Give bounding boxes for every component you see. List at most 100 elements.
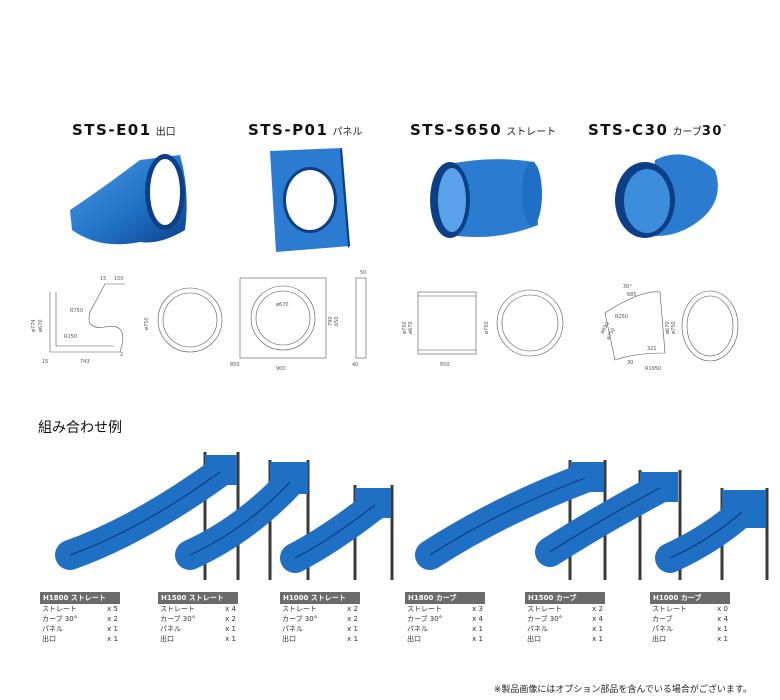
product-code: STS-C30 — [588, 121, 669, 139]
combo-item: パネル — [527, 625, 548, 633]
combo-qty: x 1 — [592, 635, 603, 643]
dim-label: ø690 — [600, 321, 612, 335]
product-name: 出口 — [155, 127, 176, 138]
dim-label: 30° — [623, 284, 632, 290]
combo-qty: x 1 — [592, 625, 603, 633]
combo-qty: x 2 — [225, 615, 236, 623]
combo-item: 出口 — [407, 635, 421, 643]
dim-label: ø670 — [408, 321, 414, 334]
dim-label: R750 — [70, 308, 83, 314]
dim-label: 900 — [276, 366, 286, 372]
combo-qty: x 2 — [347, 605, 358, 613]
combo-item: パネル — [652, 625, 673, 633]
combo-qty: x 2 — [107, 615, 118, 623]
dim-label: 15 — [42, 359, 48, 365]
dim-label: ø750 — [484, 321, 490, 334]
combo-qty: x 1 — [717, 625, 728, 633]
dim-label: ø750 — [402, 321, 408, 334]
combo-qty: x 3 — [472, 605, 483, 613]
dim-label: R1950 — [645, 366, 661, 372]
combo-h1800-curve: H1800 カーブ ストレート x 3 カーブ 30° x 4 パネル x 1 出口 x… — [405, 592, 485, 644]
combo-item: カーブ 30° — [42, 615, 78, 623]
combo-item: 出口 — [527, 635, 541, 643]
combo-qty: x 4 — [592, 615, 603, 623]
dim-label: ø670 — [665, 321, 671, 334]
combo-item: ストレート — [282, 605, 317, 613]
combo-qty: x 1 — [472, 635, 483, 643]
product-code: STS-S650 — [410, 121, 503, 139]
product-name: カーブ — [672, 127, 702, 138]
combo-title: H1000 ストレート — [280, 592, 360, 604]
combo-qty: x 1 — [717, 635, 728, 643]
combo-item: カーブ — [652, 615, 673, 623]
dim-label: 790 — [328, 316, 334, 326]
combo-qty: x 1 — [472, 625, 483, 633]
panel-drawing: ø670 790 650 900 850 40 50 — [230, 270, 366, 372]
product-name: ストレート — [506, 127, 557, 138]
combo-item: 出口 — [160, 635, 174, 643]
dim-label: 321 — [647, 346, 657, 352]
dim-label: 743 — [80, 359, 90, 365]
combo-item: 出口 — [282, 635, 296, 643]
combo-item: ストレート — [407, 605, 442, 613]
dim-label: ø670 — [276, 302, 289, 308]
exit-chute-drawing: 15 150 ø774 ø670 R750 R150 743 15 2 ø750 — [31, 276, 223, 365]
combo-qty: x 1 — [347, 625, 358, 633]
curve-tube-image — [615, 154, 718, 238]
combo-item: ストレート — [42, 605, 77, 613]
combo-qty: x 4 — [225, 605, 236, 613]
dim-label: 15 — [100, 276, 106, 282]
combo-qty: x 1 — [107, 625, 118, 633]
combo-item: ストレート — [527, 605, 562, 613]
combo-item: 出口 — [42, 635, 56, 643]
combo-title: H1500 カーブ — [525, 592, 605, 604]
dim-label: 650 — [334, 316, 340, 326]
combination-images — [55, 452, 769, 580]
combo-item: 出口 — [652, 635, 666, 643]
dim-label: 850 — [230, 362, 240, 368]
combo-item: パネル — [282, 625, 303, 633]
dim-label: 2 — [120, 352, 123, 358]
dim-label: 50 — [360, 270, 366, 276]
combo-title: H1800 カーブ — [405, 592, 485, 604]
combo-qty: x 4 — [717, 615, 728, 623]
dim-label: 685 — [627, 292, 637, 298]
combo-item: ストレート — [160, 605, 195, 613]
combo-qty: x 4 — [472, 615, 483, 623]
footnote: ※製品画像にはオプション部品を含んでいる場合がございます。 — [493, 685, 752, 695]
panel-image — [270, 148, 350, 252]
dim-label: ø750 — [671, 321, 677, 334]
combo-item: カーブ 30° — [160, 615, 196, 623]
combo-qty: x 2 — [592, 605, 603, 613]
combo-qty: x 1 — [225, 625, 236, 633]
dim-label: ø670 — [38, 319, 44, 332]
exit-chute-image — [70, 154, 187, 245]
curve-tube-drawing: 30° 685 ø670 ø750 ø690 ø750 R250 R1950 3… — [600, 284, 739, 372]
product-angle: 30 — [701, 124, 723, 139]
straight-tube-image — [430, 159, 542, 238]
combo-qty: x 1 — [347, 635, 358, 643]
combo-title: H1800 ストレート — [40, 592, 120, 604]
combo-title: H1000 カーブ — [650, 592, 730, 604]
dim-label: 650 — [440, 362, 450, 368]
dim-label: ø750 — [606, 327, 618, 341]
combo-item: ストレート — [652, 605, 687, 613]
section-title: 組み合わせ例 — [38, 420, 122, 436]
combo-qty: x 0 — [717, 605, 728, 613]
product-code: STS-P01 — [248, 121, 329, 139]
dim-label: 30 — [627, 360, 633, 366]
combo-item: パネル — [42, 625, 63, 633]
dim-label: 40 — [352, 362, 358, 368]
straight-tube-drawing: ø750 ø670 650 ø750 — [402, 289, 564, 368]
combo-qty: x 1 — [225, 635, 236, 643]
dim-label: R250 — [615, 314, 628, 320]
combo-item: カーブ 30° — [407, 615, 443, 623]
combo-item: パネル — [407, 625, 428, 633]
